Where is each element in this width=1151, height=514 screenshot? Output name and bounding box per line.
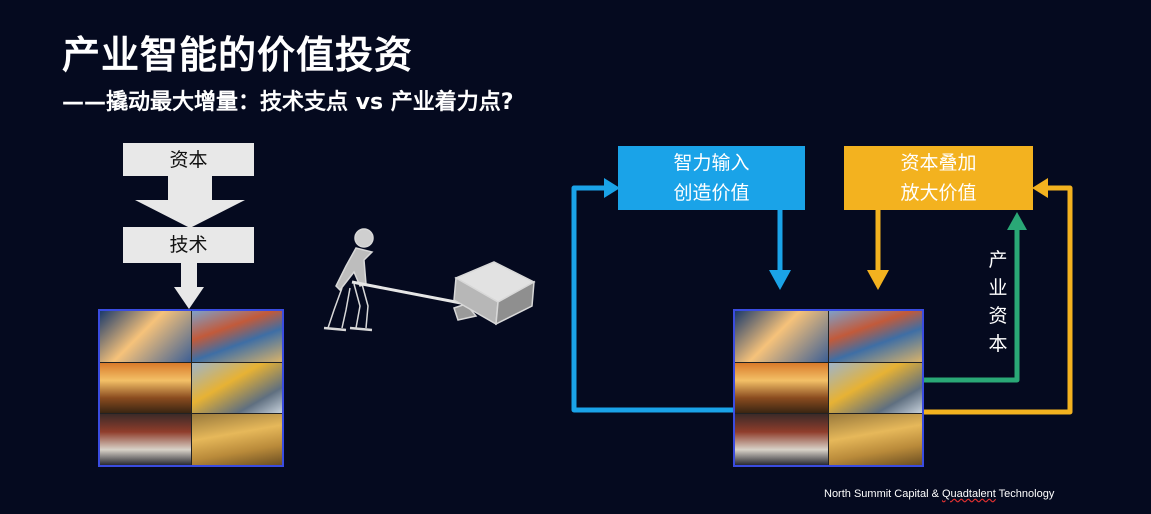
intellectual-input-box: 智力输入 创造价值 bbox=[618, 146, 805, 210]
collage-tile-mining bbox=[735, 362, 828, 414]
down-arrow-small bbox=[174, 263, 204, 309]
lever-man-illustration bbox=[323, 228, 536, 332]
collage-tile-mining bbox=[100, 362, 191, 414]
collage-tile-robotics bbox=[829, 362, 922, 414]
industry-capital-char: 业 bbox=[988, 277, 1008, 299]
capital-label: 资本 bbox=[169, 148, 208, 171]
footer-credit: North Summit Capital & Quadtalent Techno… bbox=[824, 488, 1054, 500]
blue-box-line1: 智力输入 bbox=[673, 152, 750, 174]
industry-capital-char: 资 bbox=[988, 305, 1008, 327]
industry-collage-left bbox=[98, 309, 284, 467]
blue-box-line2: 创造价值 bbox=[673, 182, 750, 204]
collage-tile-port bbox=[191, 311, 282, 362]
industry-capital-label: 产 业 资 本 bbox=[986, 246, 1010, 358]
footer-squiggly-word: Quadtalent bbox=[941, 488, 996, 500]
page-subtitle: ——撬动最大增量：技术支点 vs 产业着力点? bbox=[62, 90, 514, 115]
industry-collage-right bbox=[733, 309, 924, 467]
yellow-box-line1: 资本叠加 bbox=[900, 152, 977, 174]
collage-tile-steel bbox=[100, 414, 191, 465]
collage-tile-wheat bbox=[829, 414, 922, 465]
collage-tile-welding bbox=[735, 311, 828, 362]
page-title: 产业智能的价值投资 bbox=[62, 33, 414, 77]
capital-stack-box: 资本叠加 放大价值 bbox=[844, 146, 1033, 210]
down-arrow-large bbox=[135, 176, 245, 228]
collage-tile-port bbox=[829, 311, 922, 362]
tech-label: 技术 bbox=[169, 234, 208, 256]
collage-tile-wheat bbox=[191, 414, 282, 465]
collage-tile-robotics bbox=[191, 362, 282, 414]
industry-capital-char: 产 bbox=[988, 249, 1008, 271]
collage-tile-welding bbox=[100, 311, 191, 362]
capital-box: 资本 bbox=[123, 143, 254, 176]
footer-suffix: Technology bbox=[995, 488, 1055, 500]
tech-box: 技术 bbox=[123, 227, 254, 263]
yellow-box-line2: 放大价值 bbox=[900, 182, 977, 204]
footer-prefix: North Summit Capital & bbox=[824, 488, 942, 500]
collage-tile-steel bbox=[735, 414, 828, 465]
industry-capital-char: 本 bbox=[988, 333, 1008, 355]
